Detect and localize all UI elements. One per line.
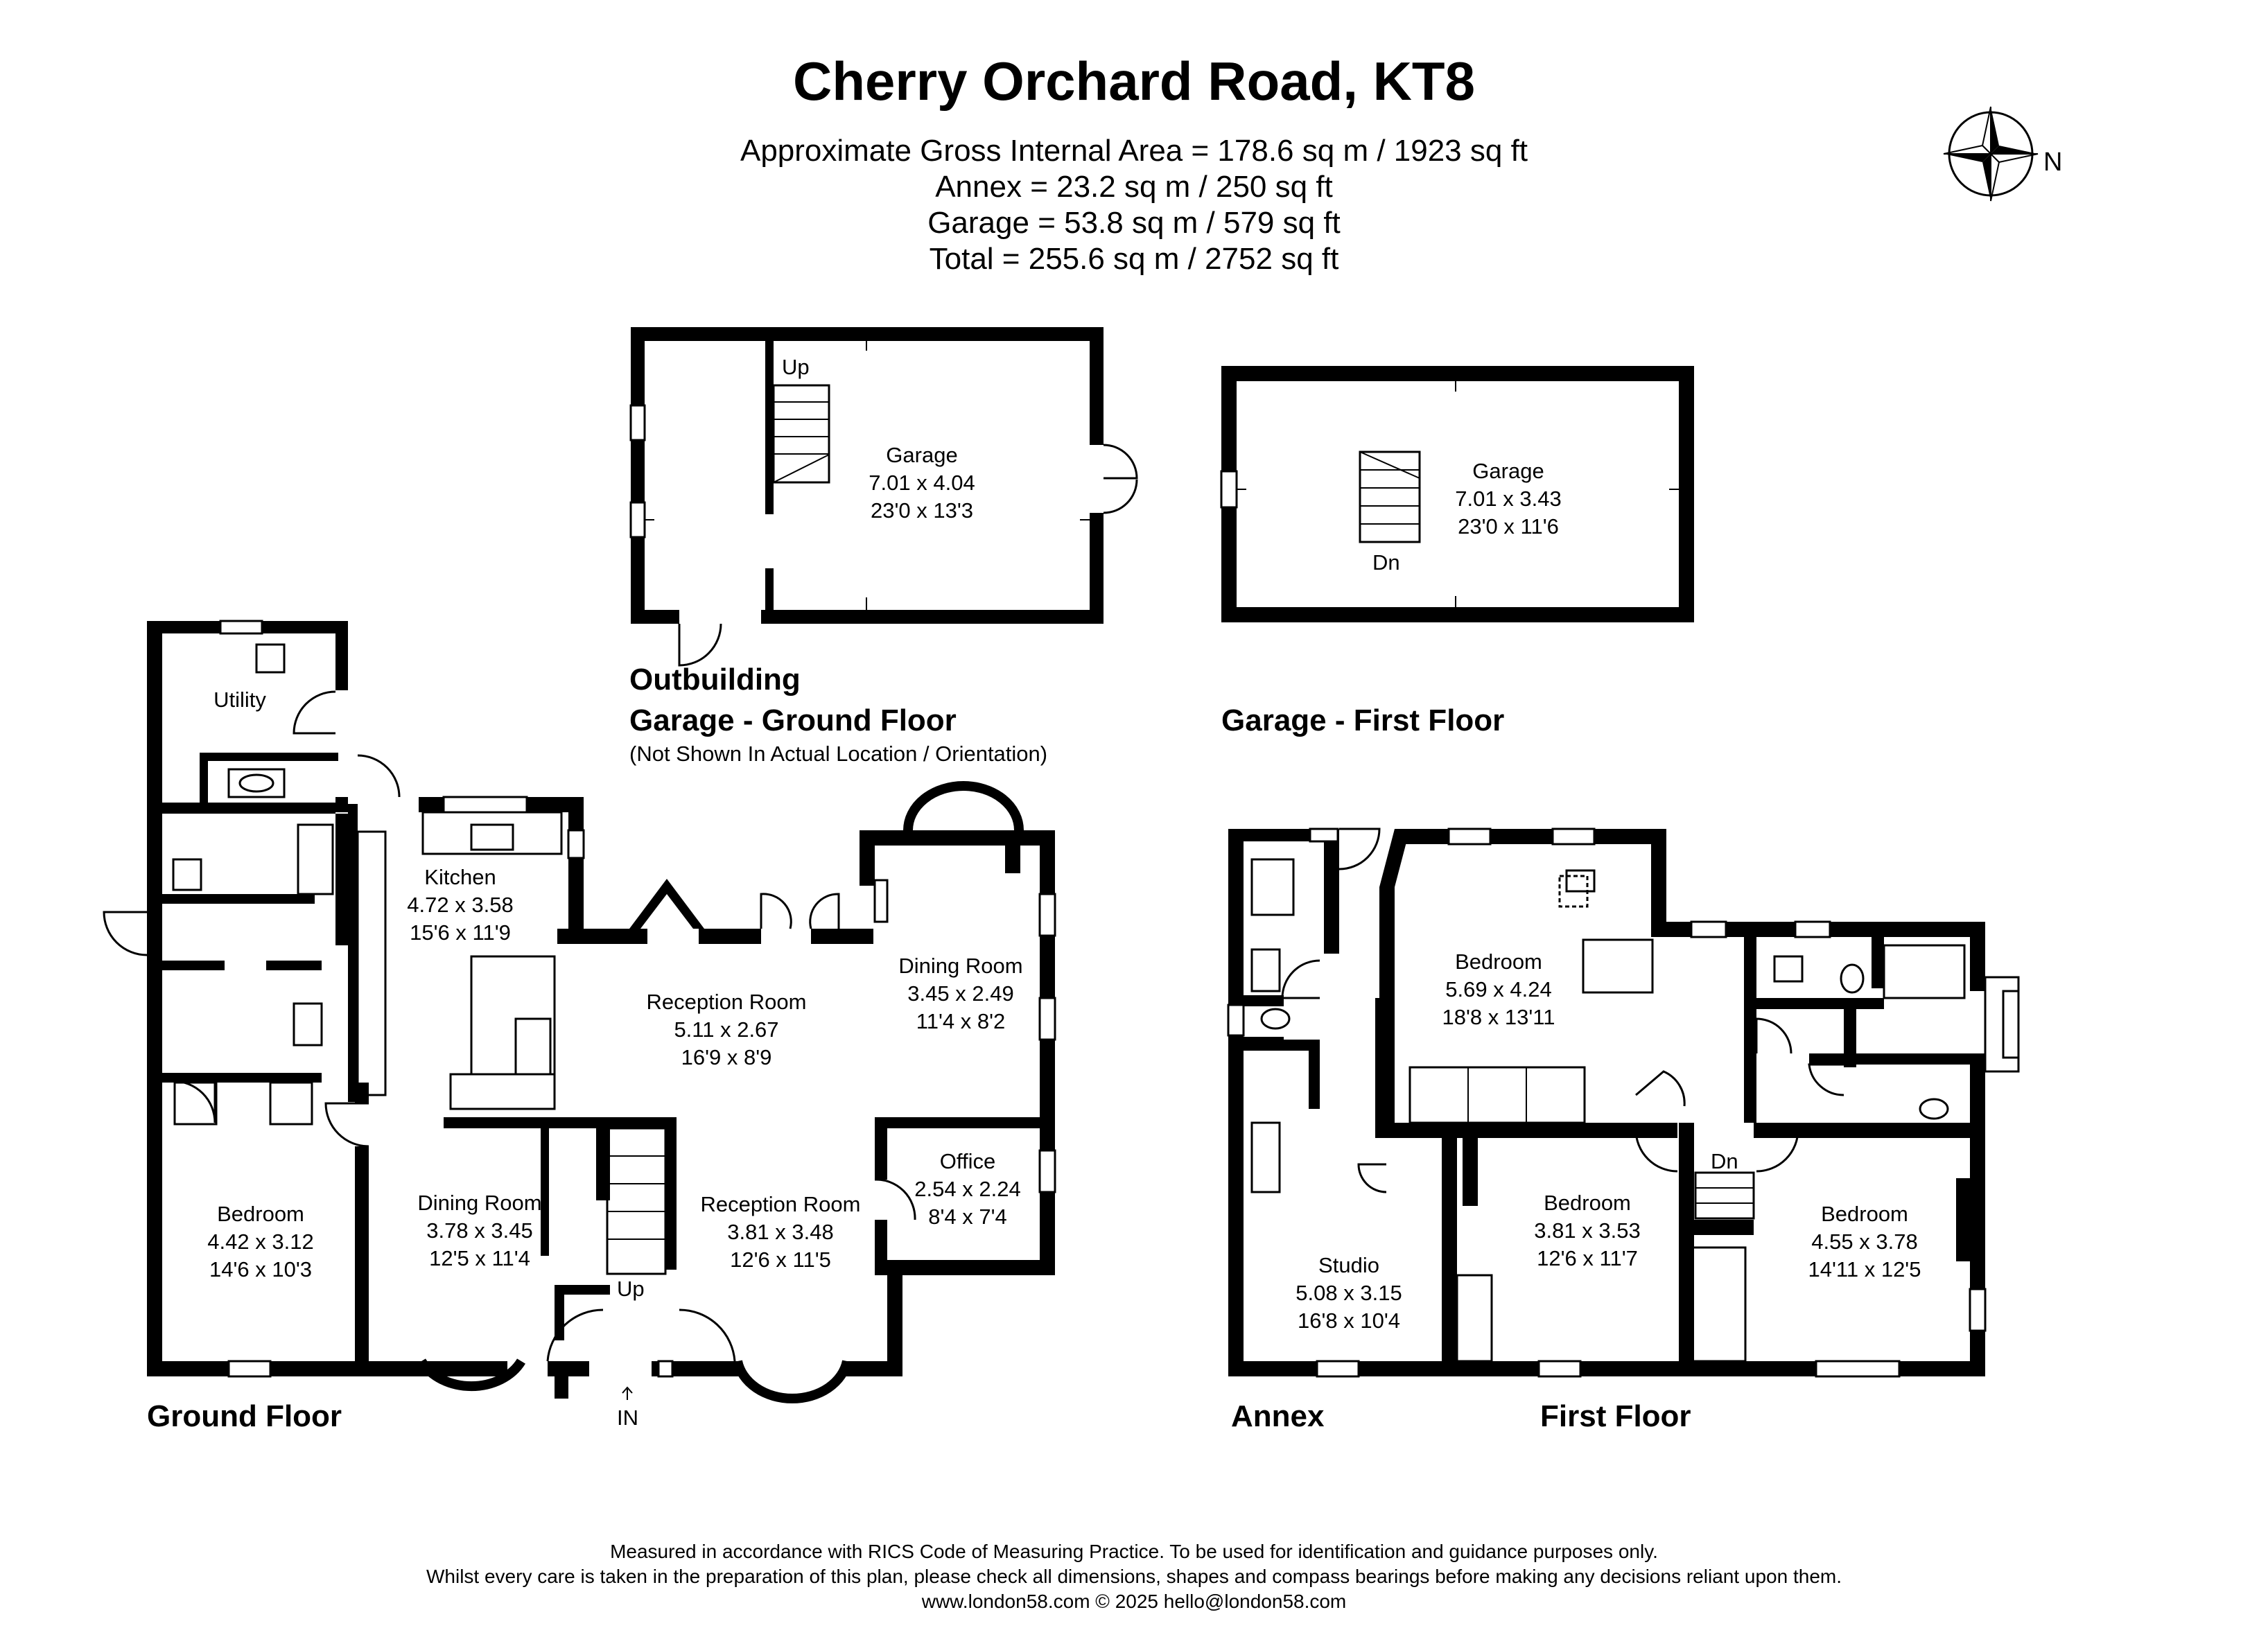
gf-stair-label: Up [617, 1277, 645, 1301]
garage-first-imperial: 23'0 x 11'6 [1458, 514, 1559, 539]
compass-icon [1943, 106, 2039, 202]
gf-entrance-label: IN [617, 1406, 638, 1430]
gf-bedroom-name: Bedroom [217, 1202, 304, 1226]
ground-floor-label: Ground Floor [147, 1399, 342, 1433]
gf-bedroom-imperial: 14'6 x 10'3 [209, 1257, 312, 1281]
ff-bed-main-name: Bedroom [1455, 949, 1542, 974]
footer-line-2: Whilst every care is taken in the prepar… [426, 1566, 1842, 1587]
kitchen-name: Kitchen [424, 865, 496, 889]
studio-name: Studio [1318, 1253, 1379, 1277]
compass-north-label: N [2043, 148, 2062, 177]
studio-metric: 5.08 x 3.15 [1296, 1281, 1402, 1305]
footer-line-3: www.london58.com © 2025 hello@london58.c… [921, 1591, 1347, 1612]
area-line-total: Total = 255.6 sq m / 2752 sq ft [930, 242, 1339, 276]
garage-first-name: Garage [1472, 459, 1544, 483]
reception1-metric: 5.11 x 2.67 [674, 1017, 778, 1042]
plan-title: Cherry Orchard Road, KT8 [793, 51, 1475, 112]
office-name: Office [940, 1149, 995, 1173]
studio-imperial: 16'8 x 10'4 [1298, 1308, 1400, 1333]
ff-bed3-name: Bedroom [1821, 1202, 1908, 1226]
garage-ground-name: Garage [886, 443, 957, 467]
garage-first-plan [1220, 366, 1694, 622]
ff-stair-label: Dn [1711, 1149, 1738, 1173]
ff-bed-main-imperial: 18'8 x 13'11 [1442, 1005, 1555, 1029]
area-line-gross: Approximate Gross Internal Area = 178.6 … [740, 134, 1528, 168]
footer-line-1: Measured in accordance with RICS Code of… [610, 1541, 1658, 1562]
outbuilding-label: Outbuilding [629, 663, 801, 697]
ff-bed3-imperial: 14'11 x 12'5 [1808, 1257, 1921, 1281]
office-metric: 2.54 x 2.24 [914, 1177, 1020, 1201]
ff-bed-main-metric: 5.69 x 4.24 [1445, 977, 1551, 1001]
annex-label: Annex [1231, 1399, 1325, 1433]
annex-first-floor-plan [1227, 828, 2020, 1378]
first-floor-label: First Floor [1540, 1399, 1691, 1433]
dining2-imperial: 11'4 x 8'2 [916, 1009, 1005, 1033]
garage-ground-metric: 7.01 x 4.04 [869, 471, 975, 495]
utility-name: Utility [213, 688, 266, 712]
ff-bed3-metric: 4.55 x 3.78 [1811, 1229, 1917, 1254]
dining1-metric: 3.78 x 3.45 [426, 1218, 532, 1243]
area-line-annex: Annex = 23.2 sq m / 250 sq ft [935, 170, 1333, 204]
garage-first-floor-label: Garage - First Floor [1221, 703, 1504, 737]
dining1-name: Dining Room [417, 1191, 541, 1215]
garage-ground-plan [629, 327, 1138, 667]
ff-bed2-name: Bedroom [1544, 1191, 1631, 1215]
reception2-name: Reception Room [701, 1192, 861, 1216]
area-line-garage: Garage = 53.8 sq m / 579 sq ft [927, 206, 1341, 240]
garage-ground-floor-label: Garage - Ground Floor [629, 703, 957, 737]
reception2-imperial: 12'6 x 11'5 [730, 1248, 831, 1272]
office-imperial: 8'4 x 7'4 [928, 1205, 1007, 1229]
ff-bed2-imperial: 12'6 x 11'7 [1537, 1246, 1638, 1270]
garage-ground-imperial: 23'0 x 13'3 [871, 498, 973, 523]
dining2-metric: 3.45 x 2.49 [907, 981, 1013, 1006]
reception1-imperial: 16'9 x 8'9 [681, 1045, 772, 1069]
garage-ground-note: (Not Shown In Actual Location / Orientat… [629, 742, 1047, 766]
ground-floor-plan [103, 620, 1056, 1403]
reception1-name: Reception Room [647, 990, 807, 1014]
gf-bedroom-metric: 4.42 x 3.12 [207, 1229, 313, 1254]
dining2-name: Dining Room [898, 954, 1022, 978]
ff-bed2-metric: 3.81 x 3.53 [1534, 1218, 1640, 1243]
dining1-imperial: 12'5 x 11'4 [429, 1246, 530, 1270]
reception2-metric: 3.81 x 3.48 [727, 1220, 833, 1244]
garage-ground-stair-label: Up [782, 355, 810, 379]
garage-first-stair-label: Dn [1372, 550, 1400, 575]
kitchen-metric: 4.72 x 3.58 [407, 893, 513, 917]
kitchen-imperial: 15'6 x 11'9 [410, 920, 511, 945]
garage-first-metric: 7.01 x 3.43 [1455, 487, 1561, 511]
